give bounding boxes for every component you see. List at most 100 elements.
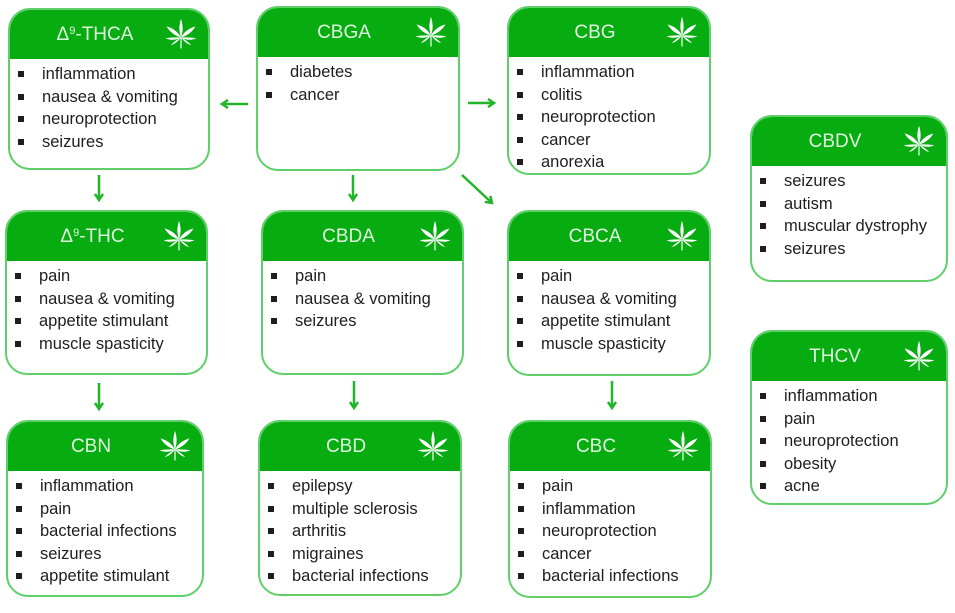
condition-item: neuroprotection (517, 106, 709, 129)
title-superscript: 9 (69, 25, 76, 37)
cannabis-leaf-icon (159, 430, 191, 461)
condition-item: seizures (18, 131, 208, 154)
cannabis-leaf-icon (165, 18, 197, 49)
title-superscript: 9 (73, 227, 80, 239)
card-title: CBN (70, 436, 112, 457)
card-header: CBN (8, 422, 202, 471)
title-suffix: -THC (79, 226, 125, 247)
condition-item: nausea & vomiting (517, 288, 709, 311)
card-header: Δ9-THC (7, 212, 206, 261)
cannabis-leaf-icon (666, 16, 698, 47)
card-header: CBD (260, 422, 460, 471)
condition-item: seizures (16, 543, 202, 566)
condition-item: obesity (760, 453, 946, 476)
cannabis-leaf-icon (903, 125, 935, 156)
card-title: THCV (809, 346, 861, 367)
condition-item: epilepsy (268, 475, 460, 498)
card-title: CBDA (322, 226, 375, 247)
card-title: CBGA (317, 22, 371, 43)
card-title: CBD (325, 436, 367, 457)
condition-item: pain (518, 475, 710, 498)
condition-item: seizures (271, 310, 462, 333)
title-suffix: -THCA (75, 24, 134, 45)
card-header: CBGA (258, 8, 458, 57)
condition-item: acne (760, 475, 946, 498)
condition-item: appetite stimulant (15, 310, 206, 333)
condition-item: appetite stimulant (517, 310, 709, 333)
condition-item: bacterial infections (268, 565, 460, 588)
condition-item: pain (517, 265, 709, 288)
card-title: Δ9-THCA (57, 10, 162, 59)
condition-item: pain (271, 265, 462, 288)
cannabis-leaf-icon (417, 430, 449, 461)
condition-item: appetite stimulant (16, 565, 202, 588)
condition-item: muscular dystrophy (760, 215, 946, 238)
condition-item: pain (15, 265, 206, 288)
condition-item: diabetes (266, 61, 458, 84)
condition-item: arthritis (268, 520, 460, 543)
card-header: CBC (510, 422, 710, 471)
card-title: CBG (574, 22, 616, 43)
condition-item: seizures (760, 238, 946, 261)
cannabis-leaf-icon (903, 340, 935, 371)
title-prefix: Δ (60, 226, 74, 247)
condition-item: cancer (517, 129, 709, 152)
card-header: Δ9-THCA (10, 10, 208, 59)
cannabis-leaf-icon (163, 220, 195, 251)
condition-item: inflammation (760, 385, 946, 408)
card-header: CBDV (752, 117, 946, 166)
cannabis-leaf-icon (415, 16, 447, 47)
condition-item: muscle spasticity (517, 333, 709, 356)
condition-item: autism (760, 193, 946, 216)
cannabis-leaf-icon (667, 430, 699, 461)
cannabis-leaf-icon (666, 220, 698, 251)
title-prefix: Δ (56, 24, 70, 45)
condition-item: nausea & vomiting (271, 288, 462, 311)
condition-item: cancer (266, 84, 458, 107)
condition-item: migraines (268, 543, 460, 566)
condition-item: anorexia (517, 151, 709, 173)
condition-item: nausea & vomiting (18, 86, 208, 109)
condition-item: seizures (760, 170, 946, 193)
card-header: CBG (509, 8, 709, 57)
card-header: THCV (752, 332, 946, 381)
condition-item: neuroprotection (518, 520, 710, 543)
card-title: CBCA (568, 226, 622, 247)
condition-item: neuroprotection (760, 430, 946, 453)
condition-item: cancer (518, 543, 710, 566)
card-header: CBCA (509, 212, 709, 261)
card-title: CBDV (808, 131, 862, 152)
condition-item: inflammation (518, 498, 710, 521)
condition-item: bacterial infections (16, 520, 202, 543)
card-title: CBC (575, 436, 617, 457)
arrow-cbga-to-cbca (461, 174, 492, 203)
card-title: Δ9-THC (60, 212, 152, 261)
condition-item: pain (16, 498, 202, 521)
condition-item: inflammation (18, 63, 208, 86)
card-header: CBDA (263, 212, 462, 261)
condition-item: pain (760, 408, 946, 431)
condition-item: colitis (517, 84, 709, 107)
